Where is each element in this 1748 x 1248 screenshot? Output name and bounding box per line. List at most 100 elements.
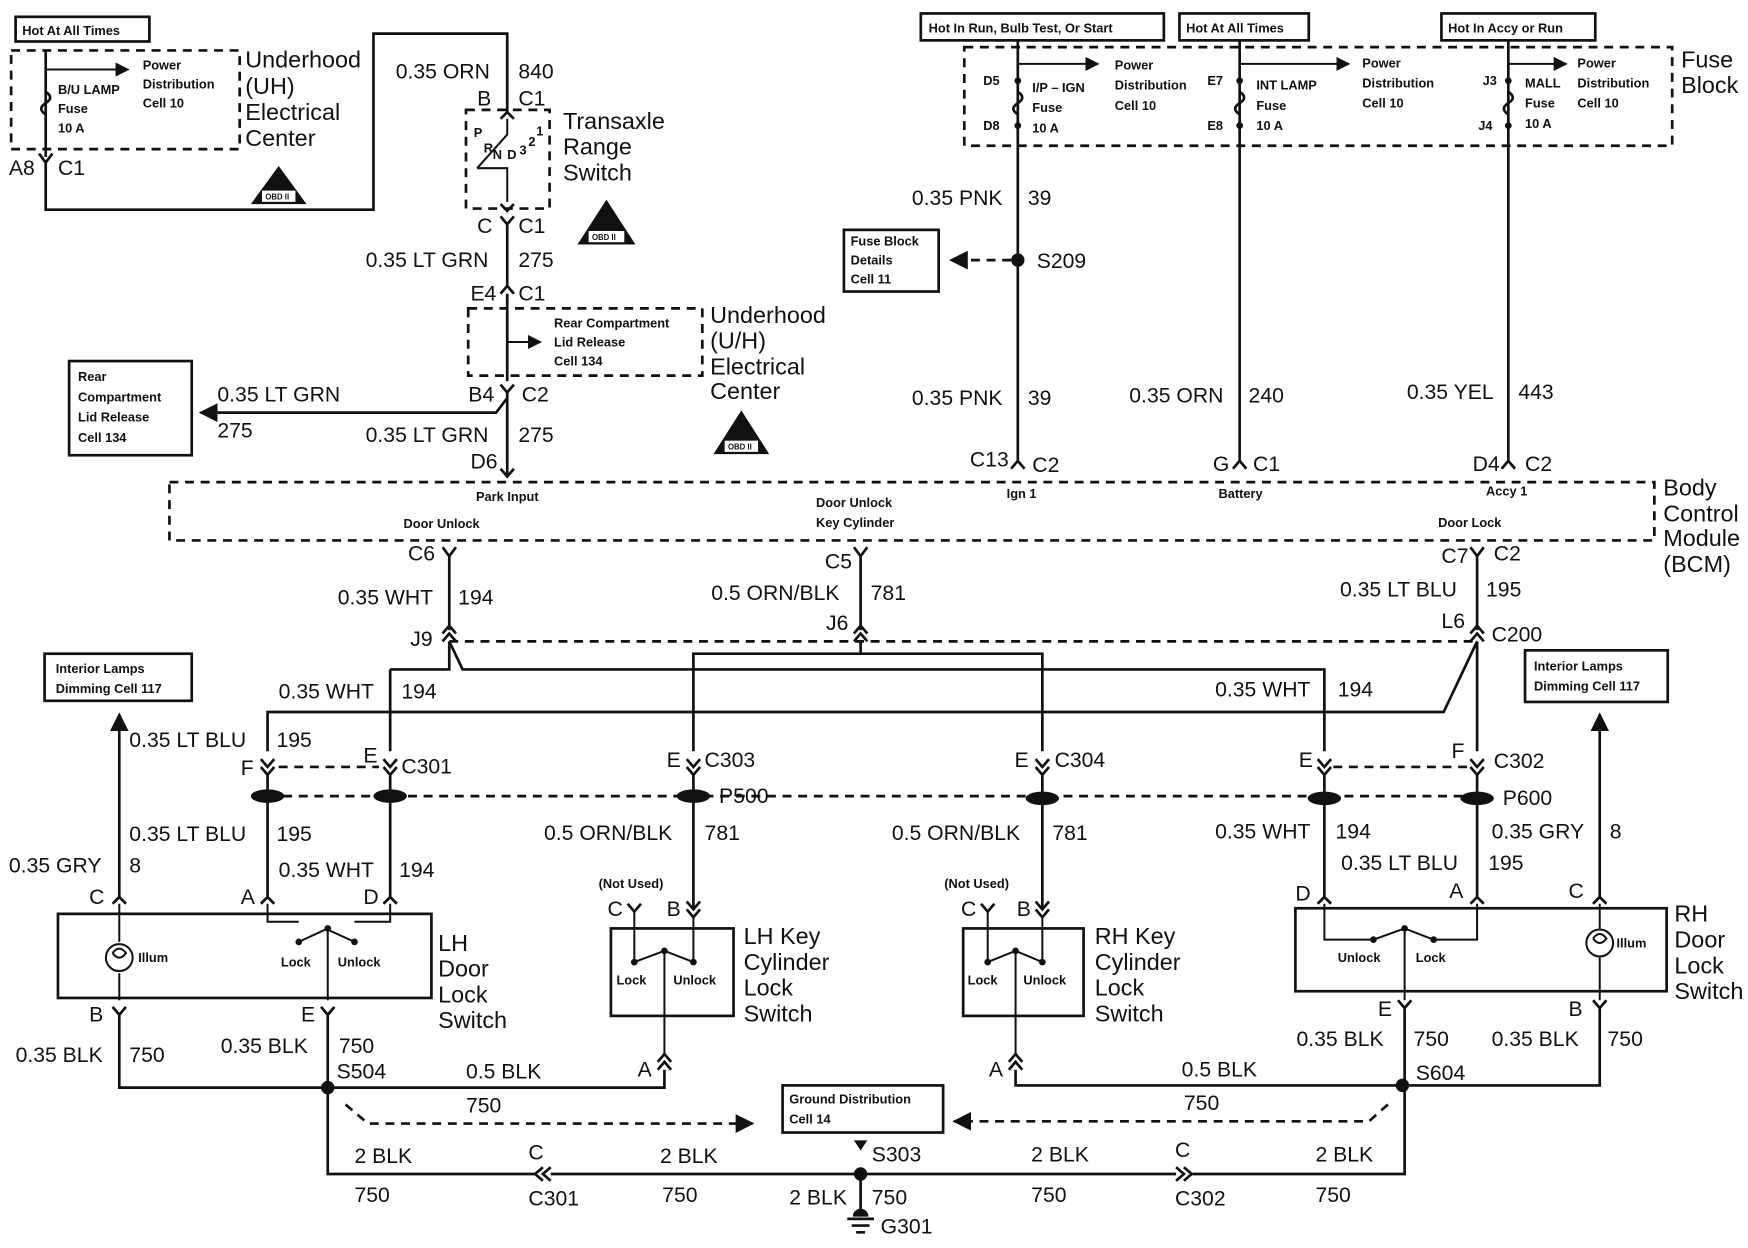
fuse-block-details-line2: Details <box>851 253 893 268</box>
wire-ornblk-781-bcm: 0.5 ORN/BLK <box>711 581 839 605</box>
pin-d8: D8 <box>983 118 999 133</box>
power-distribution-line2: Distribution <box>143 77 215 92</box>
pin-l6: L6 <box>1441 609 1465 633</box>
fuse-ip-ign-name: I/P – IGN <box>1032 80 1084 95</box>
bcm-park-input: Park Input <box>476 489 539 504</box>
fuse-icon <box>39 90 52 116</box>
circuit-39-top: 39 <box>1028 186 1052 210</box>
wire-2blk-r1: 2 BLK <box>1031 1143 1089 1167</box>
wire-yel-443: 0.35 YEL <box>1407 380 1494 404</box>
fuse-int-lamp-word: Fuse <box>1256 98 1286 113</box>
wire-ltblu-195-lh-top: 0.35 LT BLU <box>129 728 246 752</box>
circuit-750-r2: 750 <box>1315 1183 1350 1207</box>
circuit-195-lh: 195 <box>276 822 311 846</box>
circuit-750-r1: 750 <box>1031 1183 1066 1207</box>
lh-key-title-line3: Lock <box>744 975 794 1001</box>
power-distribution-line1: Power <box>143 57 181 72</box>
wire-ltblu-195-bcm: 0.35 LT BLU <box>1340 577 1457 601</box>
power-distribution-line3: Cell 10 <box>143 96 184 111</box>
fb-pd2-line1: Power <box>1362 55 1400 70</box>
bcm-output-wires: 0.35 WHT 194 0.5 ORN/BLK 781 0.35 LT BLU… <box>266 556 1542 752</box>
rh-key-title-line3: Lock <box>1095 975 1145 1001</box>
lh-switch-title-line3: Lock <box>438 981 488 1007</box>
pin-c-rh-key: C <box>961 897 976 921</box>
lh-switch-title-line4: Switch <box>438 1007 507 1033</box>
lh-unlock-label: Unlock <box>338 955 382 970</box>
wire-blk-750-lh-b: 0.35 BLK <box>16 1043 103 1067</box>
rh-switch-title-line2: Door <box>1674 926 1725 952</box>
circuit-275-bottom: 275 <box>518 423 553 447</box>
connector-c303: C303 <box>705 748 756 772</box>
conn-c2-c7: C2 <box>1494 542 1521 566</box>
bcm-title-line4: (BCM) <box>1663 551 1731 577</box>
circuit-750-l2: 750 <box>662 1183 697 1207</box>
conn-c2-d4: C2 <box>1525 452 1552 476</box>
conn-c1-g: C1 <box>1253 452 1280 476</box>
gear-p: P <box>474 125 483 140</box>
rh-unlock-label: Unlock <box>1338 950 1382 965</box>
fb-pd-line1: Power <box>1115 57 1153 72</box>
circuit-750-down: 750 <box>872 1185 907 1209</box>
rh-switch-title-line3: Lock <box>1674 952 1724 978</box>
lh-door-lock-switch-box <box>56 912 433 1000</box>
connector-p500: P500 <box>719 784 768 808</box>
circuit-840: 840 <box>518 59 553 83</box>
wire-gry-8-lh: 0.35 GRY <box>9 853 102 877</box>
connector-c302: C302 <box>1494 749 1545 773</box>
gear-3: 3 <box>519 143 526 158</box>
rh-lock-label: Lock <box>1416 950 1447 965</box>
ground-distribution: Ground Distribution Cell 14 2 BLK 750 C … <box>344 1084 1389 1238</box>
wire-2blk-down: 2 BLK <box>789 1185 847 1209</box>
fuse-name: B/U LAMP <box>58 82 120 97</box>
splice-s303-label: S303 <box>872 1143 921 1167</box>
fuse-block-details-line3: Cell 11 <box>851 272 892 287</box>
fuse-block-title-line2: Block <box>1681 72 1738 98</box>
gear-1: 1 <box>536 124 543 139</box>
gear-d: D <box>507 147 516 162</box>
circuit-194-right: 194 <box>1338 677 1374 701</box>
pin-c5: C5 <box>825 549 852 573</box>
transaxle-title-line3: Switch <box>563 159 632 185</box>
fb-pd2-line2: Distribution <box>1362 75 1434 90</box>
uh-title-line1: Underhood <box>245 46 361 72</box>
wire-pnk-39-bottom: 0.35 PNK <box>912 386 1003 410</box>
circuit-194-left: 194 <box>401 680 437 704</box>
rear-box-line4: Cell 134 <box>78 430 127 445</box>
bcm-title-line1: Body <box>1663 475 1717 501</box>
illum-lamp-icon <box>104 943 134 973</box>
rh-switch-title-line1: RH <box>1674 901 1708 927</box>
transaxle-title-line2: Range <box>563 134 632 160</box>
circuit-750-l1: 750 <box>355 1183 390 1207</box>
pin-c-c301: C <box>528 1140 543 1164</box>
circuit-194-rh: 194 <box>1336 820 1372 844</box>
pin-e-c302: E <box>1299 748 1313 772</box>
lh-switch-title-line1: LH <box>438 930 468 956</box>
rh-door-lock-circuit: Interior Lamps Dimming Cell 117 E F C302… <box>1192 649 1743 1176</box>
splice-s209-label: S209 <box>1037 249 1086 273</box>
rh-key-unlock-label: Unlock <box>1023 972 1067 987</box>
conn-c2-b4: C2 <box>522 382 549 406</box>
splice-s604-label: S604 <box>1416 1061 1466 1085</box>
uh-title-line3: Electrical <box>245 99 340 125</box>
pin-d4: D4 <box>1473 452 1500 476</box>
pin-g: G <box>1213 452 1229 476</box>
rh-switch-title-line4: Switch <box>1674 978 1743 1004</box>
circuit-750-lh-e: 750 <box>339 1034 374 1058</box>
rh-key-lock-label: Lock <box>968 972 999 987</box>
wire-ornblk-781-rh: 0.5 ORN/BLK <box>892 821 1020 845</box>
pin-b: B <box>477 86 491 110</box>
wire-wht-194-bcm: 0.35 WHT <box>338 585 433 609</box>
conn-c1-c: C1 <box>518 214 545 238</box>
wire-ltgrn-275-bottom: 0.35 LT GRN <box>366 423 489 447</box>
bcm-unlock-key-line1: Door Unlock <box>816 495 893 510</box>
wire-orn-840: 0.35 ORN <box>396 59 490 83</box>
pin-a-lh-key: A <box>638 1057 653 1081</box>
bcm-title-line3: Module <box>1663 525 1740 551</box>
s303-marker-icon <box>853 1140 868 1151</box>
pin-b-rh-key: B <box>1017 897 1031 921</box>
fuse-word: Fuse <box>58 101 88 116</box>
circuit-39-bottom: 39 <box>1028 386 1052 410</box>
circuit-240: 240 <box>1249 383 1284 407</box>
bcm-power-feeds: 0.35 PNK 39 S209 Fuse Block Details Cell… <box>499 186 1554 479</box>
